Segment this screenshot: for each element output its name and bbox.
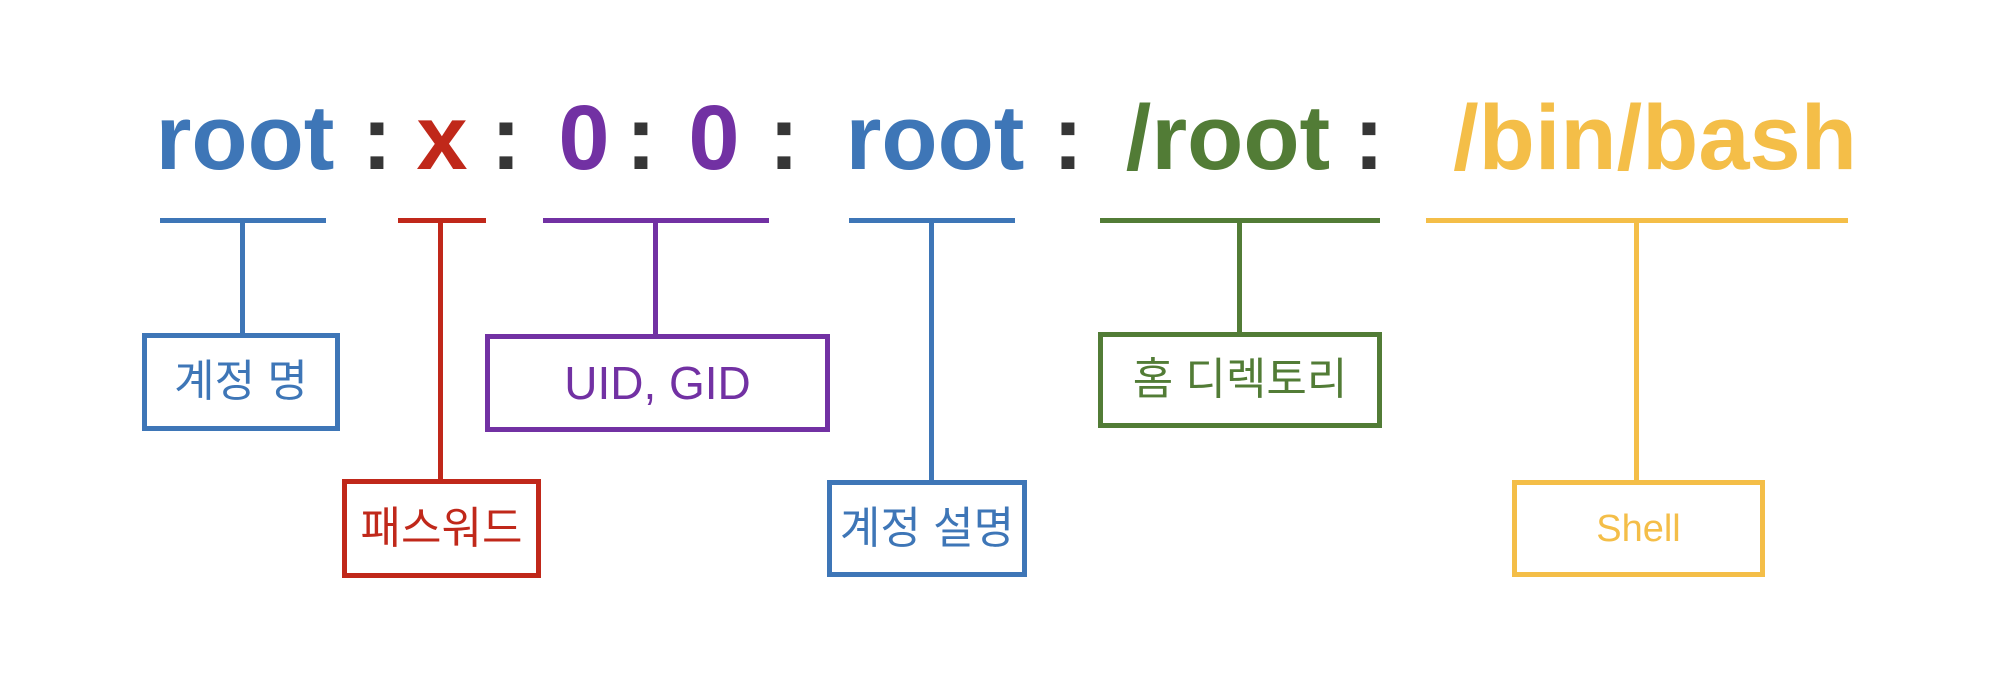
label-text: Shell <box>1596 507 1681 550</box>
connector-line <box>438 218 443 479</box>
field-value: /root <box>1125 87 1331 189</box>
label-box: UID, GID <box>485 334 830 432</box>
label-box: 패스워드 <box>342 479 541 578</box>
colon-separator: : <box>1052 87 1084 189</box>
field-value: 0 <box>688 87 740 189</box>
connector-line <box>1634 218 1639 480</box>
field-value: 0 <box>558 87 610 189</box>
field-underline <box>1426 218 1848 223</box>
label-text: 계정 설명 <box>839 503 1015 553</box>
connector-line <box>1237 218 1242 332</box>
connector-line <box>653 218 658 334</box>
label-text: 홈 디렉토리 <box>1132 355 1348 404</box>
colon-separator: : <box>1353 87 1385 189</box>
field-value: /bin/bash <box>1453 87 1857 189</box>
label-text: UID, GID <box>564 357 751 409</box>
field-underline <box>1100 218 1380 223</box>
label-box: 계정 설명 <box>827 480 1027 577</box>
field-value: root <box>845 87 1025 189</box>
field-underline <box>849 218 1015 223</box>
label-text: 계정 명 <box>174 357 308 406</box>
colon-separator: : <box>490 87 522 189</box>
field-value: root <box>155 87 335 189</box>
field-underline <box>160 218 326 223</box>
field-underline <box>543 218 769 223</box>
label-text: 패스워드 <box>360 503 523 553</box>
label-box: Shell <box>1512 480 1765 577</box>
label-box: 계정 명 <box>142 333 340 431</box>
field-underline <box>398 218 486 223</box>
colon-separator: : <box>361 87 393 189</box>
colon-separator: : <box>625 87 657 189</box>
connector-line <box>240 218 245 333</box>
connector-line <box>929 218 934 480</box>
colon-separator: : <box>768 87 800 189</box>
field-value: x <box>416 87 468 189</box>
label-box: 홈 디렉토리 <box>1098 332 1382 428</box>
